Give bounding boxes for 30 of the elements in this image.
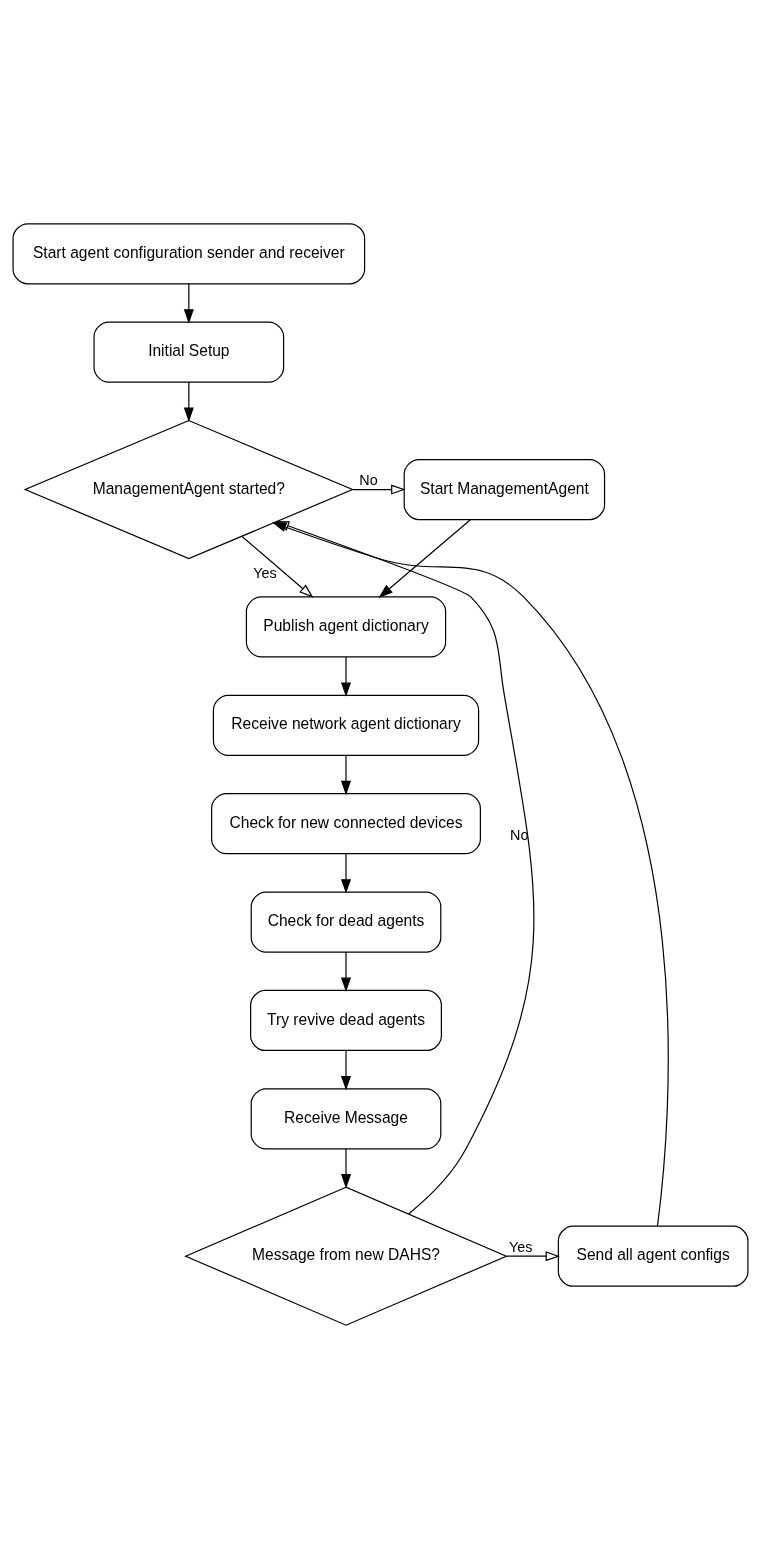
arrow	[340, 754, 352, 796]
node-box: Receive network agent dictionary	[212, 694, 480, 756]
edge-label: Yes	[508, 1239, 533, 1256]
arrow	[340, 1049, 352, 1091]
node-box: Publish agent dictionary	[245, 596, 447, 658]
arrow	[340, 853, 352, 894]
node-diamond: Message from new DAHS?	[184, 1186, 508, 1326]
arrow	[274, 521, 535, 1215]
node-box: Receive Message	[250, 1088, 442, 1150]
arrow	[183, 381, 194, 422]
arrow	[340, 1148, 352, 1189]
node-box: Start agent configuration sender and receiver	[12, 223, 366, 285]
node-box: Check for dead agents	[250, 891, 442, 953]
arrow	[241, 535, 314, 598]
node-box: Start ManagementAgent	[403, 458, 606, 521]
edge-label: No	[510, 827, 529, 844]
arrow	[352, 484, 406, 495]
node-box: Check for new connected devices	[211, 793, 481, 855]
arrow	[183, 283, 194, 324]
node-box: Try revive dead agents	[250, 989, 442, 1052]
node-diamond: ManagementAgent started?	[23, 419, 355, 560]
arrow	[506, 1251, 561, 1262]
arrow	[378, 519, 471, 598]
edge-label: Yes	[253, 565, 277, 582]
node-box: Send all agent configs	[557, 1225, 749, 1287]
arrow	[340, 656, 352, 697]
arrow	[272, 522, 669, 1227]
node-box: Initial Setup	[93, 321, 285, 383]
arrow	[340, 951, 352, 992]
edge-label: No	[359, 472, 378, 489]
